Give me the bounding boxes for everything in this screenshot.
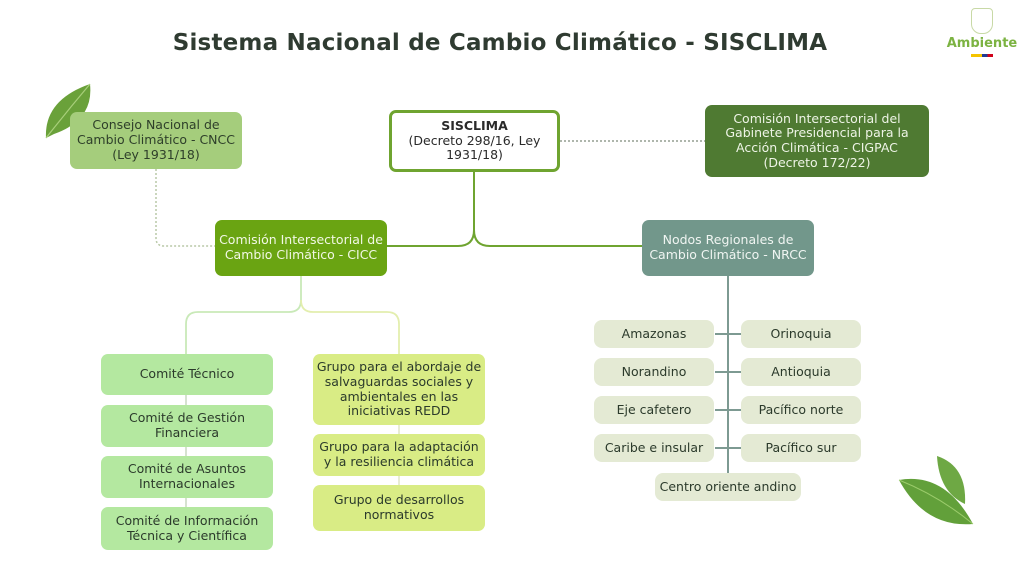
node-grupo: Grupo para el abordaje de salvaguardas s… [313, 354, 485, 425]
region-node: Eje cafetero [594, 396, 714, 424]
region-node: Orinoquia [741, 320, 861, 348]
sisclima-detail: (Decreto 298/16, Ley 1931/18) [408, 132, 541, 163]
node-sisclima: SISCLIMA (Decreto 298/16, Ley 1931/18) [389, 110, 560, 172]
node-cigpac: Comisión Intersectorial del Gabinete Pre… [705, 105, 929, 177]
connector-cicc-comites [185, 276, 302, 354]
node-comite: Comité de Asuntos Internacionales [101, 456, 273, 498]
flag-stripe-icon [971, 54, 993, 57]
coat-of-arms-icon [971, 8, 993, 34]
region-node: Norandino [594, 358, 714, 386]
region-node: Centro oriente andino [655, 473, 801, 501]
connector-sisclima-cicc [387, 172, 475, 247]
node-comite: Comité Técnico [101, 354, 273, 395]
logo-text: Ambiente [946, 36, 1018, 51]
connector-cicc-grupos [300, 299, 400, 354]
node-comite: Comité de Información Técnica y Científi… [101, 507, 273, 550]
region-node: Antioquia [741, 358, 861, 386]
leaf-icon [45, 83, 91, 139]
node-cncc: Consejo Nacional de Cambio Climático - C… [70, 112, 242, 169]
page-title: Sistema Nacional de Cambio Climático - S… [172, 30, 828, 56]
connector-cncc-cicc [155, 169, 215, 247]
node-comite: Comité de Gestión Financiera [101, 405, 273, 447]
sisclima-name: SISCLIMA [441, 117, 508, 133]
leaves-icon [898, 456, 974, 525]
ambiente-logo: Ambiente [944, 8, 1020, 57]
region-node: Pacífico norte [741, 396, 861, 424]
region-node: Pacífico sur [741, 434, 861, 462]
connector-sisclima-nrcc [473, 229, 642, 247]
node-nrcc: Nodos Regionales de Cambio Climático - N… [642, 220, 814, 276]
node-grupo: Grupo para la adaptación y la resilienci… [313, 434, 485, 476]
region-node: Caribe e insular [594, 434, 714, 462]
region-node: Amazonas [594, 320, 714, 348]
node-grupo: Grupo de desarrollos normativos [313, 485, 485, 531]
node-cicc: Comisión Intersectorial de Cambio Climát… [215, 220, 387, 276]
